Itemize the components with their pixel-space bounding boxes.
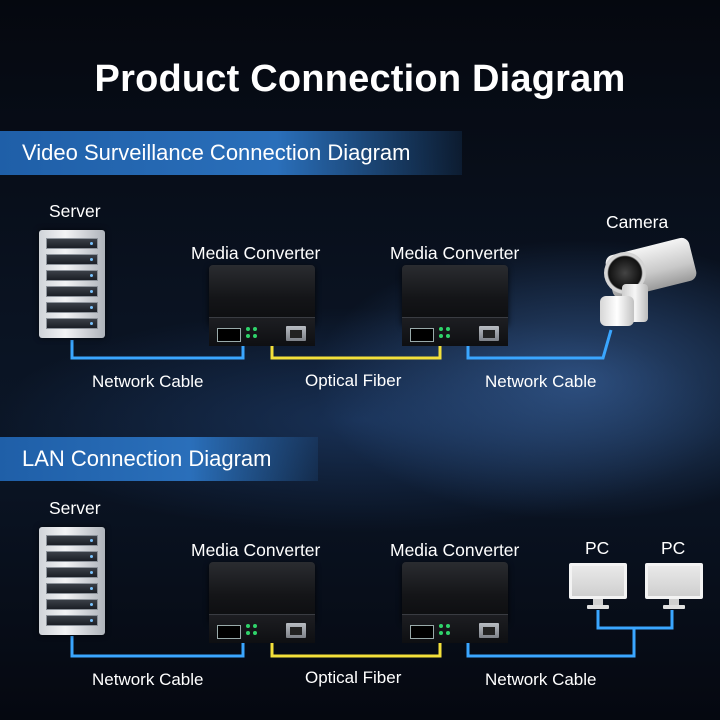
lan-optical-fiber-label: Optical Fiber [305, 668, 402, 687]
pc-monitor-icon [569, 563, 629, 611]
surveillance-converter-left-label: Media Converter [191, 243, 321, 263]
page-title: Product Connection Diagram [94, 58, 626, 100]
lan-network-cable-right [466, 628, 636, 658]
lan-server-label: Server [49, 498, 101, 518]
lan-pc-right-label: PC [661, 538, 686, 558]
media-converter-icon [209, 562, 315, 643]
lan-pc-left-label: PC [585, 538, 610, 558]
surveillance-optical-fiber-label: Optical Fiber [305, 371, 402, 390]
lan-network-cable-left-label: Network Cable [92, 670, 204, 689]
surveillance-network-cable-right-label: Network Cable [485, 372, 597, 391]
surveillance-section-banner: Video Surveillance Connection Diagram [0, 131, 462, 175]
pc-monitor-icon [645, 563, 705, 611]
media-converter-icon [209, 265, 315, 346]
surveillance-network-cable-left [70, 340, 245, 360]
server-rack-icon [39, 527, 105, 635]
lan-section-banner: LAN Connection Diagram [0, 437, 318, 481]
surveillance-converter-right-label: Media Converter [390, 243, 520, 263]
lan-optical-fiber [270, 640, 442, 658]
camera-label: Camera [606, 212, 669, 232]
camera-icon [598, 236, 699, 330]
server-rack-icon [39, 230, 105, 338]
surveillance-server-label: Server [49, 201, 101, 221]
lan-pc-link [596, 610, 674, 630]
surveillance-optical-fiber [270, 340, 442, 360]
lan-network-cable-left [70, 636, 245, 658]
lan-network-cable-right-label: Network Cable [485, 670, 597, 689]
lan-converter-left-label: Media Converter [191, 540, 321, 560]
surveillance-network-cable-left-label: Network Cable [92, 372, 204, 391]
media-converter-icon [402, 562, 508, 643]
lan-converter-right-label: Media Converter [390, 540, 520, 560]
surveillance-network-cable-right [466, 329, 613, 360]
media-converter-icon [402, 265, 508, 346]
